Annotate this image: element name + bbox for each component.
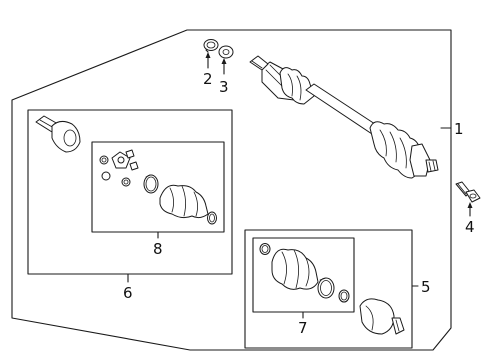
- callout-1: 1: [454, 120, 464, 138]
- inner-boot-clamp-small[interactable]: [207, 211, 217, 225]
- snap-ring-part[interactable]: [203, 39, 219, 53]
- inner-boot[interactable]: [159, 184, 209, 219]
- inner-joint-housing[interactable]: [35, 115, 81, 153]
- callout-6: 6: [123, 284, 133, 302]
- callout-8: 8: [153, 240, 163, 258]
- small-circlip[interactable]: [99, 155, 109, 165]
- inner-boot-clamp-large[interactable]: [143, 174, 159, 194]
- assembly-outline: [11, 29, 452, 351]
- washer-part[interactable]: [218, 45, 234, 59]
- tripod-spider[interactable]: [111, 149, 139, 171]
- outer-boot-clamp-small[interactable]: [259, 243, 271, 255]
- outer-joint-kit-box: [244, 229, 413, 349]
- leader-lines: [127, 52, 473, 319]
- outer-boot-clamp-large[interactable]: [317, 277, 335, 299]
- callout-3: 3: [219, 78, 229, 96]
- outer-circlip[interactable]: [338, 289, 350, 303]
- outer-boot[interactable]: [271, 248, 319, 290]
- callout-7: 7: [298, 319, 308, 337]
- outer-cv-joint[interactable]: [359, 298, 405, 335]
- callout-2: 2: [203, 70, 213, 88]
- needle-rollers[interactable]: [101, 171, 131, 187]
- callout-5: 5: [421, 278, 431, 296]
- bolt-part[interactable]: [455, 181, 481, 203]
- callout-4: 4: [465, 218, 475, 236]
- inner-joint-kit-box: [27, 109, 233, 275]
- halfshaft-assembly[interactable]: [249, 55, 439, 179]
